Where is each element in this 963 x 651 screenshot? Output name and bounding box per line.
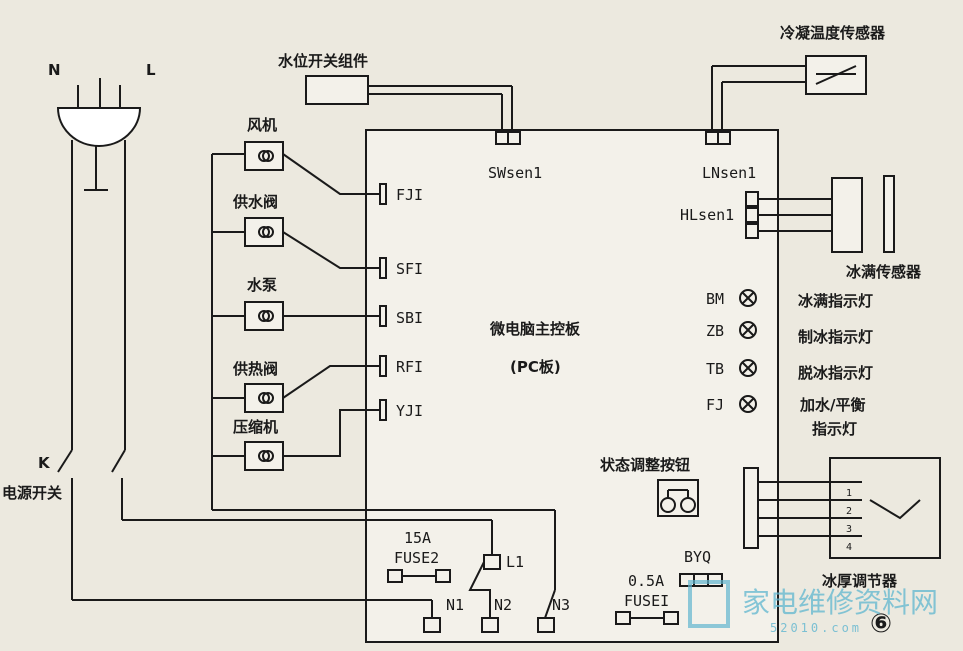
condense-sensor-label: 冷凝温度传感器 bbox=[780, 24, 886, 42]
load-label: 水泵 bbox=[247, 276, 277, 294]
figure-number: ⑥ bbox=[870, 609, 892, 639]
load-label: 风机 bbox=[247, 116, 277, 134]
load-water-valve: 供水阀 SFI bbox=[212, 193, 423, 279]
board-name: 微电脑主控板 bbox=[489, 320, 581, 338]
indicator-tb: TB 脱冰指示灯 bbox=[706, 359, 873, 382]
indicator-bm: BM 冰满指示灯 bbox=[706, 289, 873, 310]
pin-label: 4 bbox=[846, 542, 852, 553]
indicator-label: 加水/平衡 bbox=[799, 396, 865, 414]
neutral-label: N bbox=[48, 61, 61, 79]
water-level-switch: 水位开关组件 SWsen1 bbox=[278, 52, 542, 182]
fji-terminal: FJI bbox=[396, 186, 423, 204]
board-sub: (PC板) bbox=[510, 358, 561, 376]
status-adjust-button: 状态调整按钮 bbox=[600, 456, 699, 517]
indicator-code: FJ bbox=[706, 396, 724, 414]
sbi-terminal: SBI bbox=[396, 309, 423, 327]
status-button-label: 状态调整按钮 bbox=[600, 456, 690, 474]
lnsen-connector: LNsen1 bbox=[702, 164, 756, 182]
ice-thickness-label: 冰厚调节器 bbox=[822, 572, 898, 590]
indicator-zb: ZB 制冰指示灯 bbox=[706, 321, 873, 346]
switch-symbol: K bbox=[38, 454, 51, 472]
rfi-terminal: RFI bbox=[396, 358, 423, 376]
main-board-outline bbox=[365, 129, 779, 643]
byq-label: BYQ bbox=[684, 548, 711, 566]
indicator-fj: FJ 加水/平衡 指示灯 bbox=[706, 395, 865, 438]
live-label: L bbox=[146, 61, 156, 79]
load-label: 供热阀 bbox=[232, 360, 278, 378]
power-terminals: L1 N1 N2 N3 bbox=[72, 519, 570, 633]
indicator-label: 制冰指示灯 bbox=[798, 328, 873, 346]
load-heat-valve: 供热阀 RFI bbox=[212, 355, 423, 413]
n3-terminal: N3 bbox=[552, 596, 570, 614]
fuse1-block: BYQ 0.5A FUSEI bbox=[615, 548, 723, 625]
power-switch: K 电源开关 bbox=[2, 449, 126, 600]
site-watermark: 家电维修资料网 52010.com bbox=[688, 580, 938, 635]
pin-label: 3 bbox=[846, 524, 852, 535]
load-label: 压缩机 bbox=[233, 418, 278, 436]
yji-terminal: YJI bbox=[396, 402, 423, 420]
watermark-text: 家电维修资料网 bbox=[742, 586, 938, 619]
load-fan: 风机 FJI bbox=[212, 116, 423, 205]
fuse1-rating: 0.5A bbox=[628, 572, 664, 590]
n2-terminal: N2 bbox=[494, 596, 512, 614]
swsen-connector: SWsen1 bbox=[488, 164, 542, 182]
ice-full-sensor-label: 冰满传感器 bbox=[846, 263, 922, 281]
fuse2-name: FUSE2 bbox=[394, 549, 439, 567]
indicator-code: TB bbox=[706, 360, 724, 378]
indicator-label: 冰满指示灯 bbox=[798, 292, 873, 310]
condense-temp-sensor: 冷凝温度传感器 LNsen1 bbox=[702, 24, 886, 182]
ice-full-sensor: HLsen1 冰满传感器 bbox=[680, 175, 922, 281]
fuse2-rating: 15A bbox=[404, 529, 431, 547]
indicator-label-cont: 指示灯 bbox=[812, 420, 857, 438]
pin-label: 2 bbox=[846, 506, 852, 517]
indicator-code: ZB bbox=[706, 322, 724, 340]
indicator-code: BM bbox=[706, 290, 724, 308]
pin-label: 1 bbox=[846, 488, 852, 499]
indicator-label: 脱冰指示灯 bbox=[798, 364, 873, 382]
water-level-switch-label: 水位开关组件 bbox=[278, 52, 368, 70]
n1-terminal: N1 bbox=[446, 596, 464, 614]
load-pump: 水泵 SBI bbox=[212, 276, 423, 331]
power-plug: N L bbox=[48, 61, 156, 450]
watermark-url: 52010.com bbox=[770, 621, 862, 635]
load-label: 供水阀 bbox=[232, 193, 278, 211]
hlsen-connector: HLsen1 bbox=[680, 206, 734, 224]
load-compressor: 压缩机 YJI bbox=[212, 399, 423, 471]
ice-thickness-adjuster: 1 2 3 4 冰厚调节器 bbox=[743, 457, 941, 590]
fuse2-block: 15A FUSE2 bbox=[387, 529, 451, 583]
fuse1-name: FUSEI bbox=[624, 592, 669, 610]
l1-terminal: L1 bbox=[506, 553, 524, 571]
sfi-terminal: SFI bbox=[396, 260, 423, 278]
load-bus bbox=[211, 154, 556, 590]
switch-label: 电源开关 bbox=[2, 484, 62, 502]
